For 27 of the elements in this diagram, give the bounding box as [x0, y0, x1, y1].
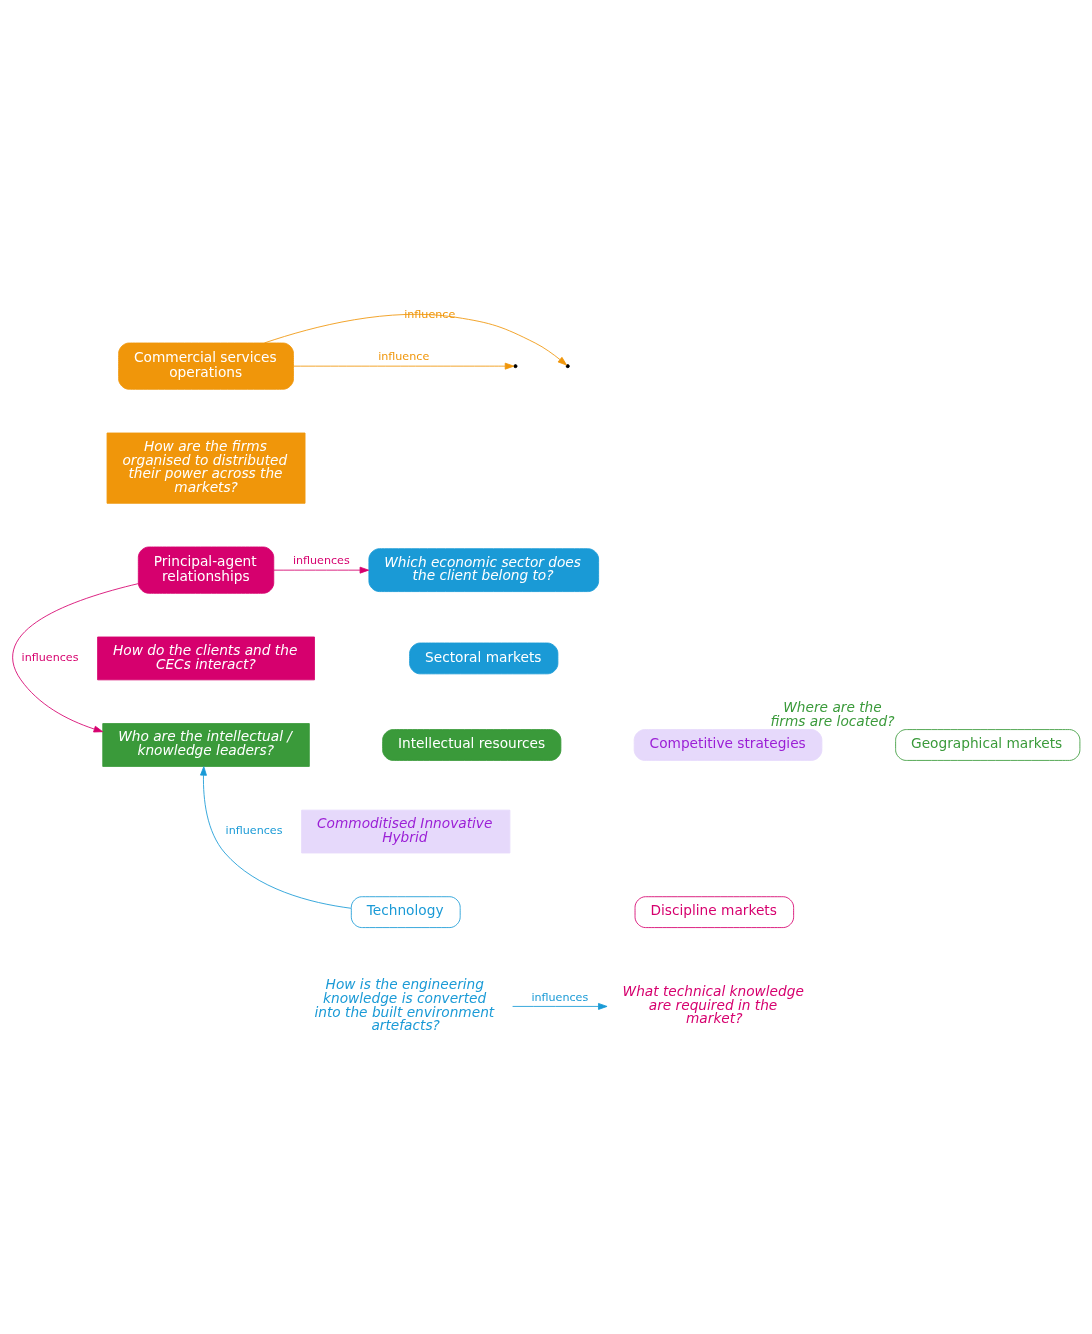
node-box: Which economic sector does the client belong to?: [368, 548, 600, 592]
edge-label: influences: [292, 554, 350, 568]
arrow: [263, 313, 568, 366]
node-box: Intellectual resources: [382, 729, 562, 761]
node-box: Technology: [350, 896, 461, 928]
edge-label: influences: [531, 990, 589, 1004]
edge-label: influence: [378, 350, 430, 364]
node-box: Principal-agent relationships: [137, 546, 275, 594]
node-box: Discipline markets: [634, 896, 795, 928]
node-box: Sectoral markets: [409, 642, 559, 675]
node-label: Where are the firms are located?: [770, 699, 895, 729]
arrow: [12, 583, 139, 733]
node-box: Commercial services operations: [118, 342, 294, 390]
node-text: How is the engineering knowledge is converted into the built environment artefacts?: [314, 976, 495, 1034]
node-box: Who are the intellectual / knowledge leaders?: [102, 723, 310, 767]
node-text: What technical knowledge are required in the market?: [622, 982, 804, 1027]
node-box: Competitive strategies: [633, 729, 823, 761]
node-box: How are the firms organised to distributed their power across the markets?: [106, 432, 306, 504]
node-box: How do the clients and the CECs interact?: [97, 636, 315, 681]
arrow: [293, 362, 515, 370]
node-box: Commoditised Innovative Hybrid: [301, 809, 511, 854]
edge-label: influences: [225, 824, 283, 838]
arrow: [273, 566, 370, 574]
arrow: [200, 766, 352, 909]
edge-label: influences: [21, 651, 79, 665]
node-box: Geographical markets: [895, 729, 1081, 761]
arrow: [512, 1003, 608, 1010]
